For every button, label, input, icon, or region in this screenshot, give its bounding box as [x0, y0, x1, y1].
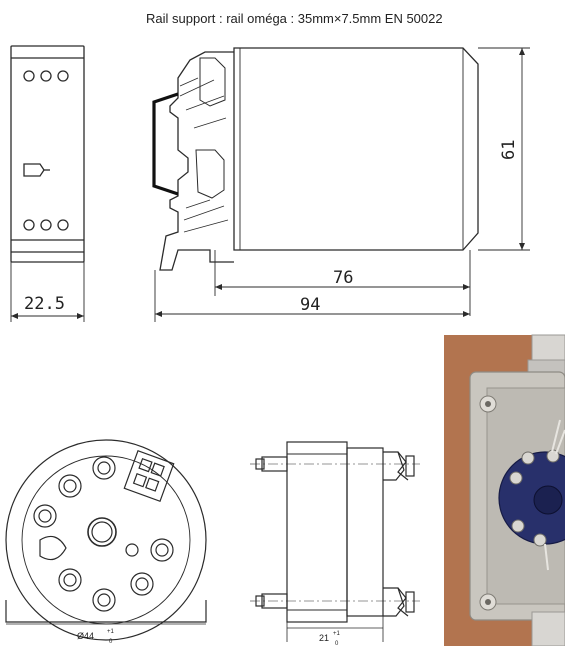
wire — [544, 543, 549, 571]
center-bore-inner — [91, 521, 113, 543]
plug-connector-icon — [23, 163, 45, 177]
arrowhead — [463, 311, 470, 317]
terminal-screw-icon — [23, 70, 35, 82]
terminal-block-icon — [123, 449, 175, 503]
terminal-screw-icon — [130, 572, 154, 596]
wire — [551, 419, 565, 455]
arrowhead — [519, 243, 525, 250]
terminal-screw-icon — [40, 70, 52, 82]
dimension-width-label: 22.5 — [24, 294, 65, 314]
clip-hatching — [183, 199, 229, 233]
arrowhead — [215, 284, 222, 290]
terminal-slot — [145, 477, 160, 492]
terminal-screw-icon — [58, 568, 82, 592]
height-tolerance-upper: +1 — [333, 631, 341, 637]
module-screw-icon — [509, 471, 523, 485]
transmitter-base — [5, 600, 207, 623]
side-body — [286, 441, 348, 623]
din-module-front-view — [10, 45, 85, 322]
spring-coil — [397, 451, 409, 481]
side-terminal-block — [346, 447, 384, 617]
clip-hatching — [179, 77, 227, 129]
terminal-screw-icon — [23, 219, 35, 231]
terminal-screws-group — [33, 456, 174, 612]
terminal-screw-icon — [92, 456, 116, 480]
diameter-tolerance-upper: +1 — [107, 629, 115, 635]
terminal-slot — [138, 457, 153, 473]
cable-gland-bottom-icon — [531, 611, 565, 647]
module-screw-icon — [533, 533, 547, 547]
spring-coil — [397, 587, 409, 617]
height-tolerance-lower: 0 — [335, 641, 339, 646]
arrowhead — [155, 311, 162, 317]
screw-tip — [405, 591, 415, 613]
terminal-screw-icon — [57, 219, 69, 231]
terminal-screw-icon — [40, 219, 52, 231]
clip-detail-mid — [195, 149, 225, 199]
spring-contact-icon — [383, 587, 405, 617]
terminal-slot — [150, 462, 165, 477]
arrowhead — [77, 313, 84, 319]
transmitter-outline — [5, 439, 207, 641]
module-screw-icon — [521, 451, 535, 465]
junction-box-photo — [444, 334, 565, 647]
terminal-screw-icon — [150, 538, 174, 562]
dimension-depth-body-label: 76 — [333, 268, 353, 288]
terminal-screw-icon — [92, 588, 116, 612]
screw-tip — [405, 455, 415, 477]
din-module-side-view — [154, 47, 530, 322]
terminal-screw-icon — [33, 504, 57, 528]
din-rail-profile — [152, 92, 179, 196]
front-outline — [10, 45, 85, 263]
clip-detail-top — [199, 57, 226, 107]
dimension-height-label: 61 — [499, 140, 519, 160]
dimension-depth-total-label: 94 — [300, 295, 320, 315]
mounting-slot — [39, 535, 67, 561]
terminal-screw-icon — [57, 70, 69, 82]
arrowhead — [463, 284, 470, 290]
head-transmitter-side-view — [250, 441, 420, 642]
terminal-screw-icon — [58, 474, 82, 498]
height-label: 21 — [319, 633, 329, 643]
spring-contact-icon — [383, 451, 405, 481]
diameter-tolerance-lower: 0 — [109, 639, 113, 645]
terminal-slot — [132, 473, 148, 488]
housing-body — [233, 47, 479, 251]
head-transmitter-top-view — [5, 439, 207, 641]
rail-support-caption: Rail support : rail oméga : 35mm×7.5mm E… — [146, 11, 443, 26]
diameter-label: Ø44 — [77, 631, 94, 641]
arrowhead — [11, 313, 18, 319]
center-bore — [87, 517, 117, 547]
small-hole — [125, 543, 139, 557]
arrowhead — [519, 48, 525, 55]
module-screw-icon — [511, 519, 525, 533]
